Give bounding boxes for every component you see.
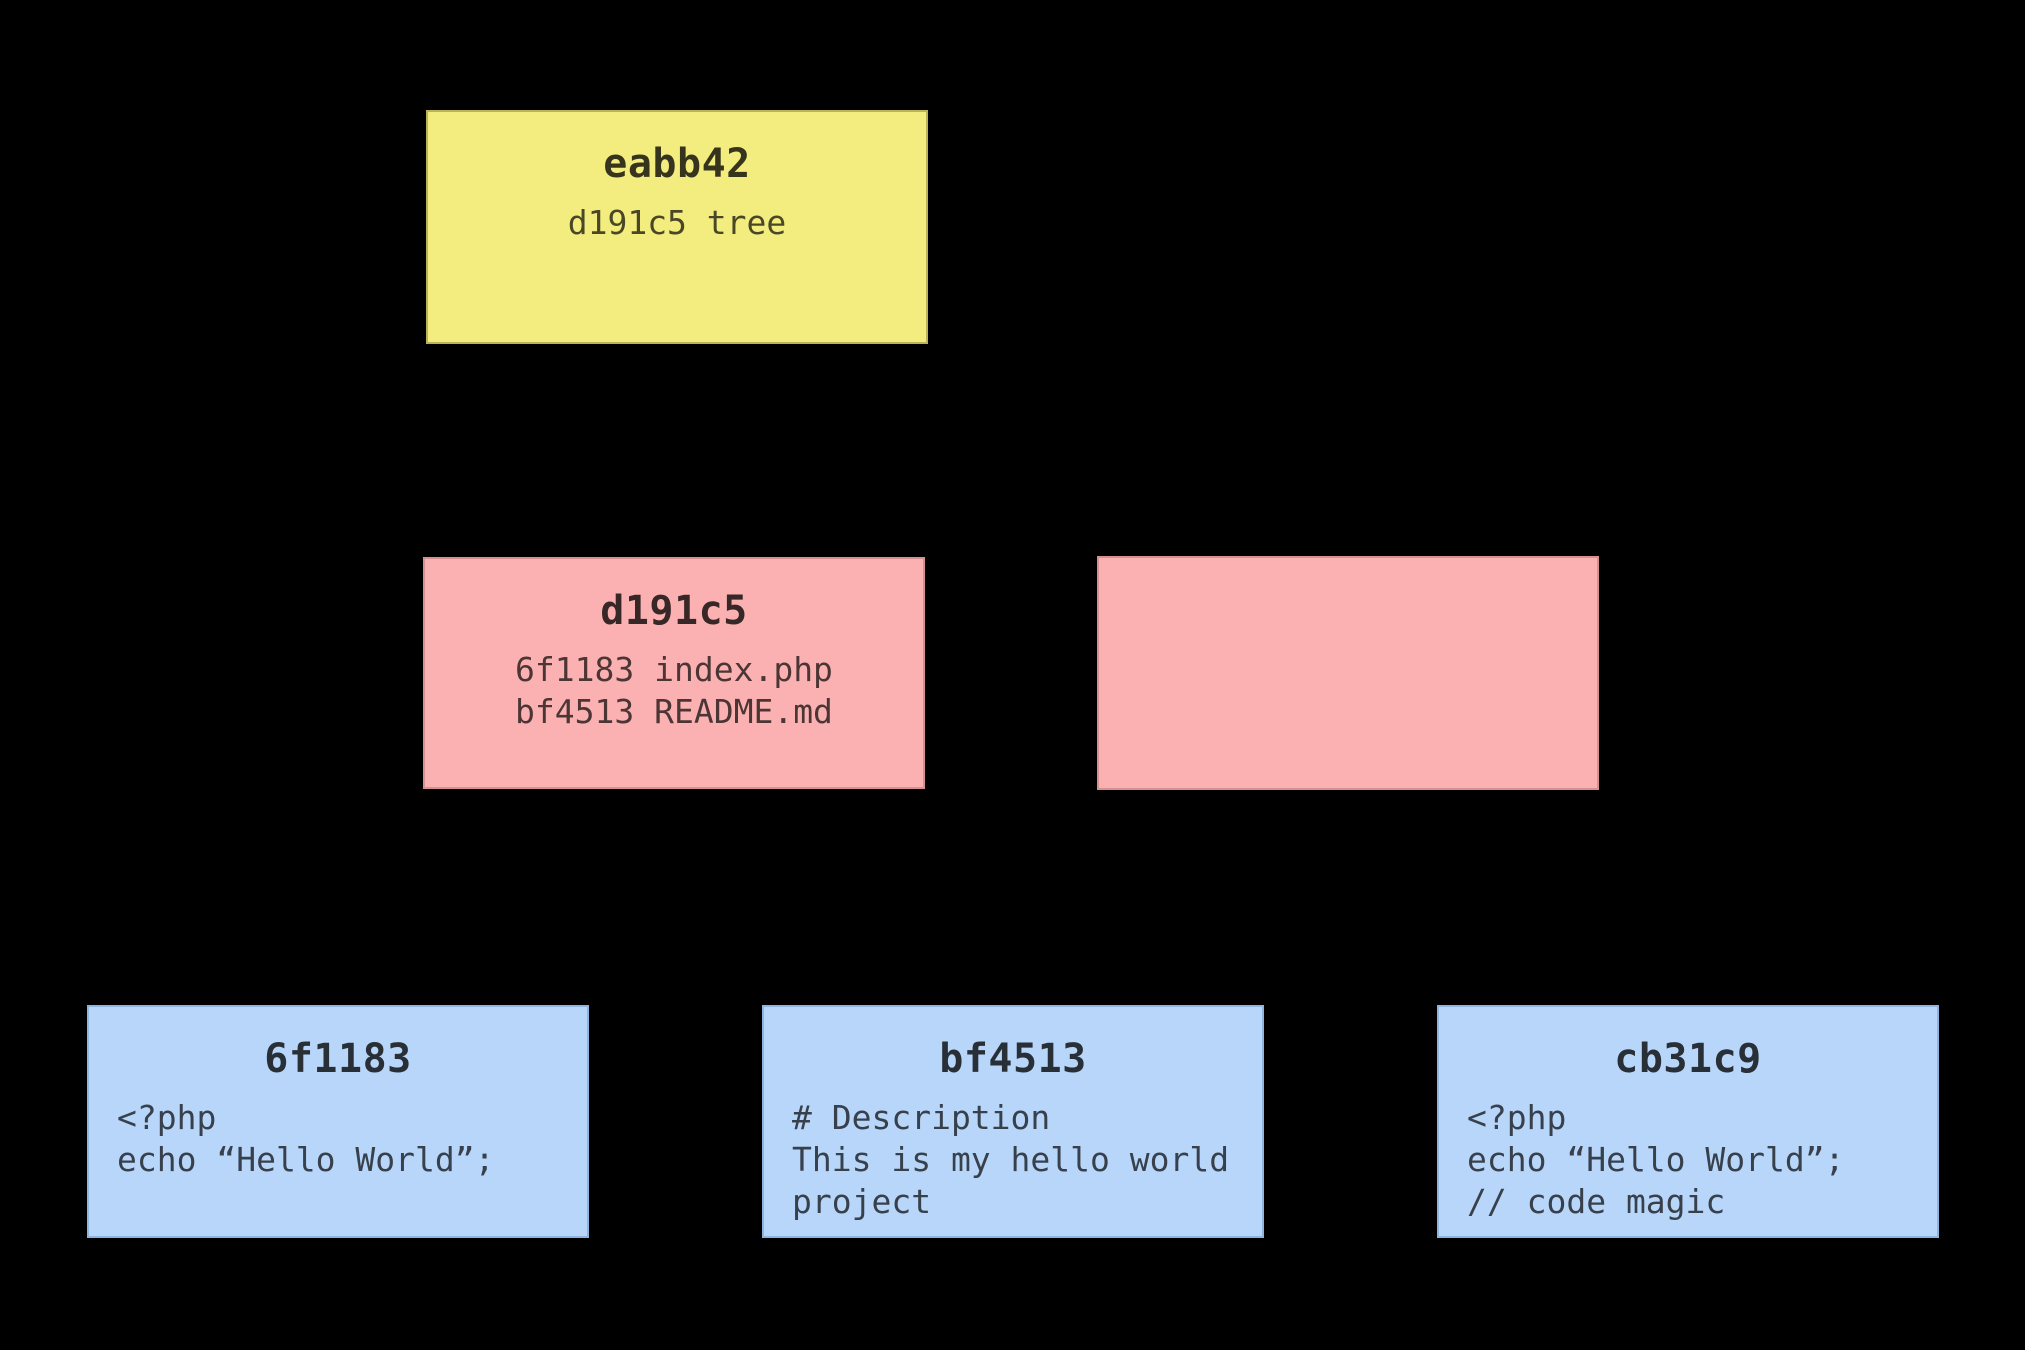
code-line: <?php	[1467, 1098, 1567, 1137]
commit-tree-ref-line: d191c5 tree	[567, 203, 787, 242]
tree-entry-index-php: 6f1183 index.php	[515, 650, 833, 689]
tree-entry-readme-md: bf4513 README.md	[515, 692, 833, 731]
code-line: project	[792, 1182, 932, 1221]
code-line: echo “Hello World”;	[1467, 1140, 1845, 1179]
tree-node-d191c5: d191c5 6f1183 index.php bf4513 README.md	[423, 557, 925, 789]
code-line: echo “Hello World”;	[117, 1140, 495, 1179]
code-line: This is my hello world	[792, 1140, 1230, 1179]
blob-node-body: <?php echo “Hello World”; // code magic	[1439, 1097, 1937, 1223]
commit-node-eabb42: eabb42 d191c5 tree	[426, 110, 928, 344]
commit-node-body: d191c5 tree	[428, 202, 926, 244]
blob-node-body: <?php echo “Hello World”;	[89, 1097, 587, 1181]
blob-node-body: # Description This is my hello world pro…	[764, 1097, 1262, 1223]
code-line: # Description	[792, 1098, 1051, 1137]
code-line: <?php	[117, 1098, 217, 1137]
tree-node-body: 6f1183 index.php bf4513 README.md	[425, 649, 923, 733]
tree-node-empty	[1097, 556, 1599, 790]
blob-hash-title: bf4513	[939, 1036, 1087, 1082]
code-line: // code magic	[1467, 1182, 1726, 1221]
blob-node-bf4513: bf4513 # Description This is my hello wo…	[762, 1005, 1264, 1238]
blob-node-6f1183: 6f1183 <?php echo “Hello World”;	[87, 1005, 589, 1238]
tree-hash-title: d191c5	[600, 588, 748, 634]
commit-hash-title: eabb42	[603, 141, 751, 187]
blob-node-cb31c9: cb31c9 <?php echo “Hello World”; // code…	[1437, 1005, 1939, 1238]
blob-hash-title: cb31c9	[1614, 1036, 1762, 1082]
blob-hash-title: 6f1183	[264, 1036, 412, 1082]
